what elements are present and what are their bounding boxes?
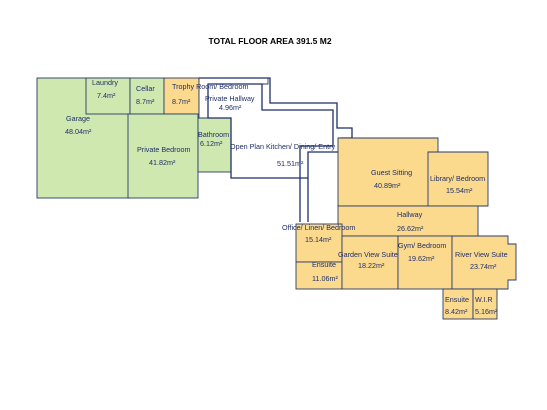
bathroom-room: [197, 117, 232, 173]
office-label: Office/ Linen/ Bedroom: [282, 223, 355, 232]
private-bedroom-area: 41.82m²: [149, 158, 176, 167]
library-label: Library/ Bedroom: [430, 174, 485, 183]
hallway-area: 26.62m²: [397, 224, 424, 233]
ensuite-room-1: [295, 261, 343, 290]
wir-label: W.I.R: [475, 295, 493, 304]
trophy-area: 8.7m²: [172, 97, 191, 106]
ensuite-1-area: 11.06m²: [312, 274, 338, 283]
ensuite-2-area: 8.42m²: [445, 307, 468, 316]
ensuite-1-label: Ensuite: [312, 260, 336, 269]
garage-area: 48.04m²: [65, 127, 92, 136]
garden-view-room: [341, 235, 399, 290]
garden-view-label: Garden View Suite: [338, 250, 398, 259]
private-hallway-label: Private Hallway: [205, 94, 255, 103]
office-area: 15.14m²: [305, 235, 332, 244]
gym-label: Gym/ Bedroom: [398, 241, 446, 250]
guest-sitting-area: 40.89m²: [374, 181, 401, 190]
wir-room: [472, 288, 498, 320]
garage-label: Garage: [66, 114, 90, 123]
wir-area: 5.16m²: [475, 307, 498, 316]
bathroom-area: 6.12m²: [200, 139, 223, 148]
ensuite-2-label: Ensuite: [445, 295, 469, 304]
kitchen-area: 51.51m²: [277, 159, 304, 168]
river-view-area: 23.74m²: [470, 262, 497, 271]
office-room: [295, 223, 343, 263]
river-view-label: River View Suite: [455, 250, 508, 259]
library-area: 15.54m²: [446, 186, 473, 195]
private-bedroom-room: [127, 113, 199, 199]
laundry-area: 7.4m²: [97, 91, 116, 100]
gym-area: 19.62m²: [408, 254, 435, 263]
garden-view-area: 18.22m²: [358, 261, 385, 270]
cellar-area: 8.7m²: [136, 97, 155, 106]
trophy-label: Trophy Room/ Bedroom: [172, 82, 248, 91]
bathroom-label: Bathroom: [198, 130, 229, 139]
hallway-label: Hallway: [397, 210, 423, 219]
page-title: TOTAL FLOOR AREA 391.5 M2: [208, 36, 331, 46]
laundry-room: [85, 77, 131, 115]
private-hallway-area-text: 4.96m²: [219, 103, 242, 112]
ensuite-room-2: [442, 288, 474, 320]
library-room: [427, 151, 489, 207]
laundry-label: Laundry: [92, 78, 118, 87]
private-bedroom-label: Private Bedroom: [137, 145, 191, 154]
kitchen-label: Open Plan Kitchen/ Dining/ Entry: [230, 142, 335, 151]
gym-room: [397, 235, 453, 290]
cellar-label: Cellar: [136, 84, 155, 93]
kitchen-to-east-connector: [299, 170, 309, 222]
hallway-room: [337, 205, 479, 237]
guest-sitting-label: Guest Sitting: [371, 168, 412, 177]
